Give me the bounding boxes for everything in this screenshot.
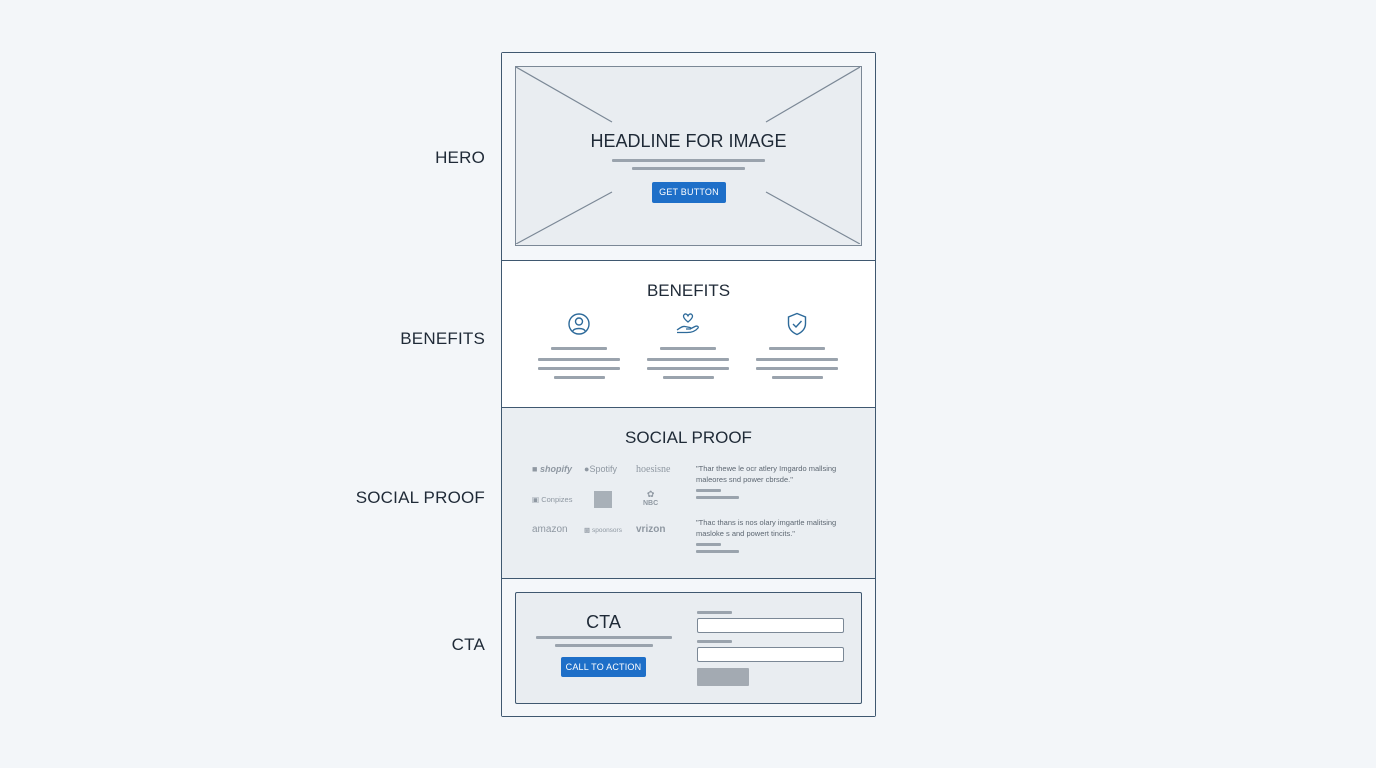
shield-check-icon [787,312,807,336]
box-logo-icon: ▣ [532,495,540,504]
hero-headline: HEADLINE FOR IMAGE [590,131,787,151]
label-hero: HERO [435,148,485,167]
cta-section: CTA CALL TO ACTION [502,578,875,716]
label-social-proof: SOCIAL PROOF [355,488,485,507]
heart-hand-icon [676,313,699,334]
hero-subtext-line [612,159,765,162]
cta-subtext-line [536,636,672,639]
peacock-icon: ✿ [646,489,655,499]
testimonial-quote: "Thac thans is nos olary imgartle malits… [696,518,837,538]
field-label-line [697,640,732,643]
social-proof-title: SOCIAL PROOF [625,428,752,447]
social-proof-section: SOCIAL PROOF ■ shopify ●Spotify hoesisne… [502,407,875,578]
logo-amazon: amazon [532,524,568,535]
logo-hoesisne: hoesisne [636,464,671,475]
benefits-title: BENEFITS [646,281,731,300]
image-placeholder-icon [516,67,860,244]
user-circle-icon [568,313,590,335]
label-benefits: BENEFITS [400,329,485,348]
benefit-text-line [538,358,620,361]
logo-square-block [594,491,612,508]
label-cta: CTA [451,635,485,654]
spotify-icon: ● [584,464,590,474]
logo-shopify: ■ shopify [532,464,572,474]
hero-subtext-line [632,167,745,170]
logo-nbc: ✿ NBC [643,489,659,508]
cta-subtext-line [555,644,653,647]
benefit-text-line [647,367,729,370]
get-button[interactable]: GET BUTTON [652,182,726,203]
page-wireframe: HEADLINE FOR IMAGE GET BUTTON BENEFITS [501,52,876,717]
benefit-heading-line [660,347,716,350]
hero-image-placeholder: HEADLINE FOR IMAGE GET BUTTON [515,66,862,246]
testimonial-author-line [696,543,721,546]
badge-icon: ▩ [584,527,591,534]
shopping-bag-icon: ■ [532,464,538,474]
benefits-section: BENEFITS [502,260,875,407]
cta-box: CTA CALL TO ACTION [515,592,862,704]
benefit-text-line [772,376,823,379]
form-input-1[interactable] [697,618,844,633]
benefit-heading-line [551,347,607,350]
logo-verizon: vrizon [636,524,666,535]
testimonial-quote: "Thar thewe le ocr atlery Imgardo mallsi… [696,464,837,484]
benefit-text-line [756,358,838,361]
benefit-text-line [647,358,729,361]
form-input-2[interactable] [697,647,844,662]
submit-button-placeholder[interactable] [697,668,749,686]
logo-spotify: ●Spotify [584,464,617,474]
benefit-text-line [554,376,605,379]
logo-conpizes: ▣ Conpizes [532,495,573,504]
benefit-text-line [663,376,714,379]
benefit-item [751,311,841,391]
benefit-item [533,311,623,391]
benefit-text-line [756,367,838,370]
benefit-text-line [538,367,620,370]
testimonial-author-line [696,489,721,492]
hero-section: HEADLINE FOR IMAGE GET BUTTON [502,53,875,260]
field-label-line [697,611,732,614]
testimonial-role-line [696,496,739,499]
testimonial-role-line [696,550,739,553]
cta-title: CTA [586,612,621,632]
call-to-action-button[interactable]: CALL TO ACTION [561,657,646,677]
benefit-heading-line [769,347,825,350]
logo-spoonsors: ▩ spoonsors [584,527,622,534]
benefit-item [642,311,732,391]
